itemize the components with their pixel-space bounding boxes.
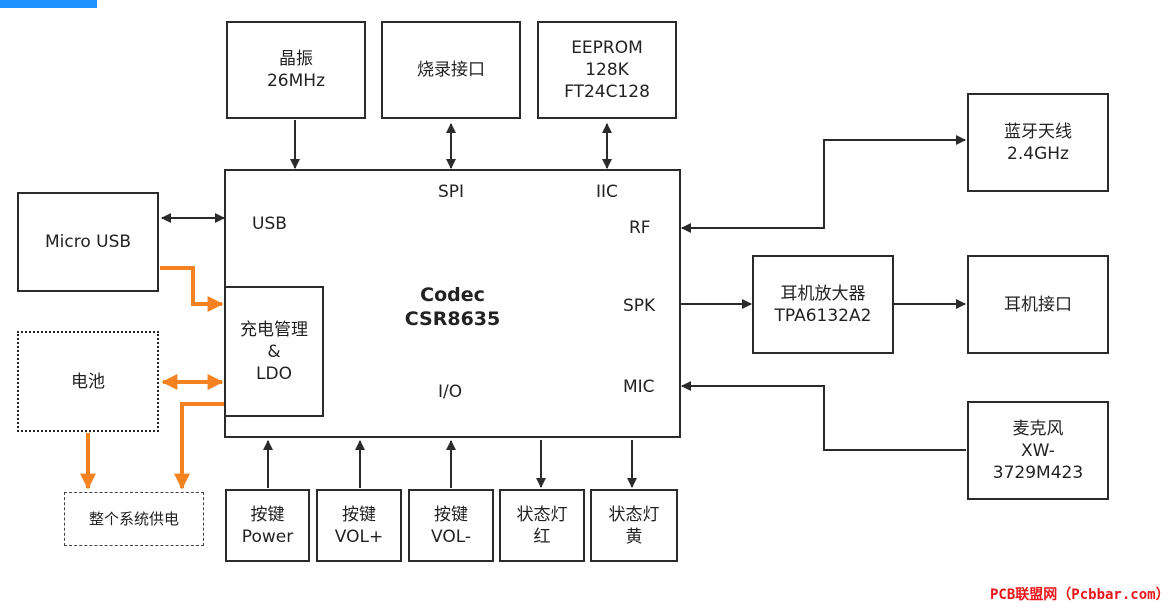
headphone-jack-block: 耳机接口 (967, 255, 1109, 354)
port-io-label: I/O (438, 382, 463, 402)
chip-title-line1: Codec (420, 284, 485, 306)
accent-bar (0, 0, 97, 8)
micro-usb-block: Micro USB (17, 192, 159, 292)
led-red-block: 状态灯 红 (499, 489, 585, 562)
chip-title: Codec CSR8635 (380, 283, 525, 331)
microphone-block: 麦克风 XW- 3729M423 (967, 401, 1109, 500)
port-iic-label: IIC (596, 182, 618, 202)
key-voldown-block: 按键 VOL- (408, 489, 494, 562)
headphone-amplifier-block: 耳机放大器 TPA6132A2 (752, 255, 894, 354)
rf-arrow (681, 135, 966, 233)
charge-ldo-block: 充电管理 & LDO (224, 286, 324, 417)
mic-arrow (681, 381, 966, 451)
bluetooth-antenna-block: 蓝牙天线 2.4GHz (967, 93, 1109, 192)
port-mic-label: MIC (623, 377, 655, 397)
chip-title-line2: CSR8635 (404, 308, 501, 330)
port-spi-label: SPI (438, 182, 465, 202)
key-volup-block: 按键 VOL+ (316, 489, 402, 562)
port-spk-label: SPK (623, 296, 656, 316)
port-usb-label: USB (252, 214, 287, 234)
eeprom-block: EEPROM 128K FT24C128 (537, 21, 677, 119)
usb-charge-orange-arrow (160, 266, 224, 312)
key-power-block: 按键 Power (225, 489, 310, 562)
system-power-block: 整个系统供电 (64, 492, 204, 546)
ldo-power-orange-arrow (174, 402, 224, 490)
watermark-text: PCB联盟网（Pcbbar.com） (990, 587, 1170, 603)
led-yellow-block: 状态灯 黄 (590, 489, 678, 562)
crystal-block: 晶振 26MHz (226, 21, 366, 119)
programming-interface-block: 烧录接口 (381, 21, 521, 119)
battery-block: 电池 (17, 331, 159, 432)
port-rf-label: RF (629, 218, 651, 238)
